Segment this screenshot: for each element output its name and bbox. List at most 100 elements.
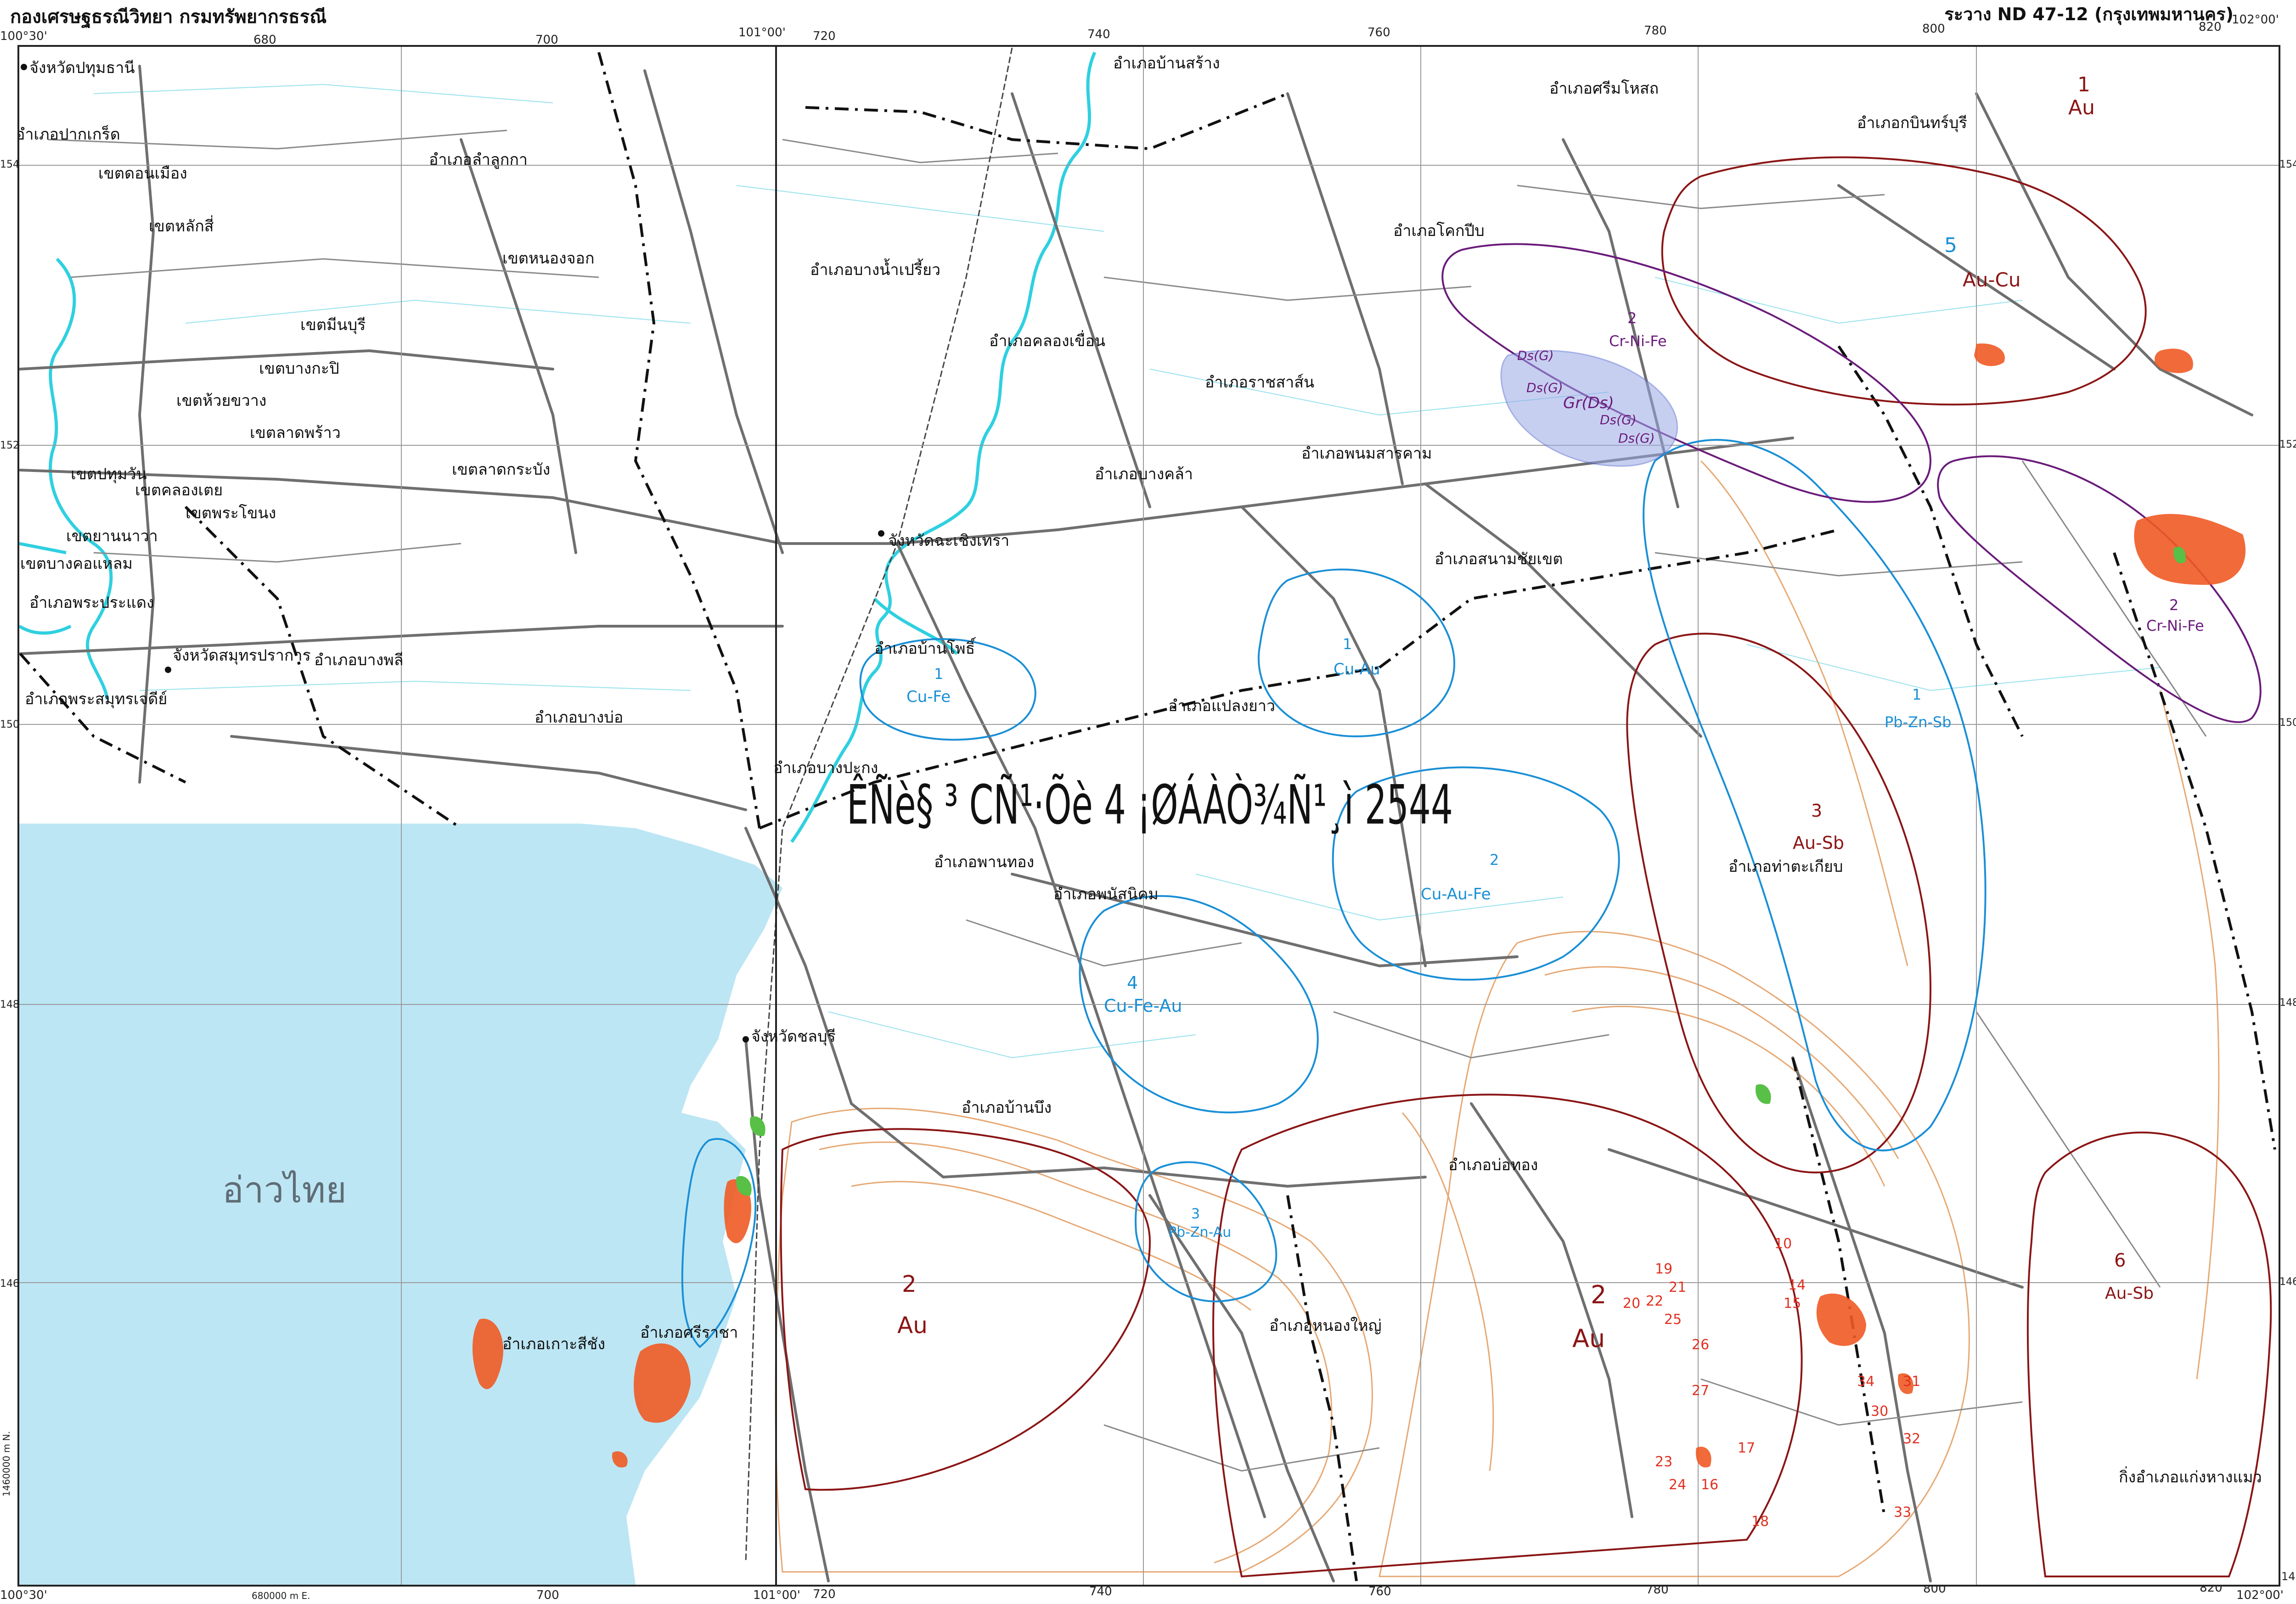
zone-label: Au — [1572, 1324, 1605, 1353]
place-sanam-chai-khet: อำเภอสนามชัยเขต — [1435, 550, 1563, 568]
zone-label: Cr-Ni-Fe — [1609, 332, 1667, 350]
corner-label-bottom-left: 100°30' — [0, 1588, 47, 1602]
zone-label: Cr-Ni-Fe — [2146, 617, 2204, 634]
top-easting-tick: 740 — [1087, 28, 1110, 41]
deposit-number: 34 — [1857, 1374, 1874, 1390]
zone-number: 4 — [1127, 973, 1138, 993]
left-northing-label: 1460000 m N. — [1, 1431, 12, 1497]
place-chachoengsao: จังหวัดฉะเชิงเทรา — [888, 532, 1009, 550]
zone-label: Au — [2068, 96, 2095, 119]
deposit-numbers: 10 14 15 19 20 21 22 23 24 25 26 27 30 3… — [1623, 1236, 1920, 1530]
zone-label: Cu-Au-Fe — [1421, 885, 1491, 903]
deposit-blob — [1898, 1373, 1913, 1394]
streams — [93, 84, 2161, 1059]
deposit-number: 22 — [1646, 1293, 1663, 1309]
zone-number: 2 — [2169, 596, 2178, 614]
place-huai-khwang: เขตห้วยขวาง — [176, 392, 266, 410]
zone-number: 1 — [2077, 73, 2090, 96]
right-northing-tick: 1480 — [2279, 997, 2296, 1009]
top-easting-tick: 780 — [1644, 24, 1667, 38]
right-northing-tick: 1540 — [2279, 159, 2296, 170]
zone-number: 1 — [1343, 635, 1352, 653]
deposit-blob — [1974, 343, 2005, 366]
bottom-easting-tick: 700 — [536, 1588, 559, 1602]
place-pathum: จังหวัดปทุมธานี — [29, 59, 135, 77]
deposit-number: 15 — [1784, 1296, 1801, 1312]
bottom-easting-tick: 740 — [1089, 1585, 1112, 1598]
bottom-easting-tick: 760 — [1368, 1585, 1391, 1598]
deposit-areas — [473, 343, 2246, 1468]
mineral-zone-labels: 1 Au 5 Au-Cu 2 Cr-Ni-Fe 2 Cr-Ni-Fe 1 Pb-… — [897, 73, 2204, 1353]
top-easting-tick: 720 — [813, 29, 836, 43]
place-si-mahosot: อำเภอศรีมโหสถ — [1549, 79, 1659, 98]
place-phanom-sarakham: อำเภอพนมสารคาม — [1301, 444, 1432, 463]
deposit-number: 10 — [1774, 1236, 1792, 1252]
zone-label: Pb-Zn-Au — [1168, 1224, 1231, 1240]
overlay-title: ÊÑè§ ³ CÑ¹·Õè 4 ¡ØÁÀÒ¾Ñ¹¸ì 2544 — [847, 773, 1453, 836]
place-phanat-nikhom: อำเภอพนัสนิคม — [1053, 885, 1159, 903]
deposit-number: 19 — [1655, 1261, 1672, 1277]
grid-lines — [19, 47, 2279, 1585]
bottom-right-northing: 1430 — [2281, 1570, 2296, 1583]
zone-label: Cu-Fe-Au — [1104, 996, 1182, 1016]
zone-number: 5 — [1944, 234, 1957, 257]
right-northing-tick: 1500 — [2279, 717, 2296, 729]
green-areas — [736, 546, 2186, 1196]
place-phan-thong: อำเภอพานทอง — [934, 853, 1034, 871]
deposit-blob — [1696, 1447, 1711, 1468]
ds-label: Ds(G) — [1526, 380, 1563, 395]
corner-label-bottom-mid: 101°00' — [753, 1588, 800, 1602]
place-si-racha: อำเภอศรีราชา — [640, 1324, 738, 1342]
zone-number: 6 — [2114, 1250, 2126, 1271]
railway — [745, 47, 1013, 1563]
zone-label: Au-Sb — [1793, 833, 1844, 853]
right-northing-tick: 1520 — [2279, 439, 2296, 450]
deposit-number: 21 — [1669, 1279, 1686, 1296]
place-phra-samut-chedi: อำเภอพระสมุทรเจดีย์ — [25, 690, 167, 708]
place-nong-yai: อำเภอหนองใหญ่ — [1269, 1317, 1382, 1335]
zone-number: 2 — [1591, 1280, 1606, 1309]
place-ban-bueng: อำเภอบ้านบึง — [962, 1099, 1052, 1117]
deposit-number: 27 — [1692, 1383, 1709, 1399]
place-tha-takiap: อำเภอท่าตะเกียบ — [1728, 858, 1843, 876]
zone-number: 2 — [1490, 851, 1499, 869]
place-yan-nawa: เขตยานนาวา — [66, 527, 158, 545]
deposit-number: 30 — [1871, 1403, 1888, 1419]
deposit-blob — [612, 1451, 628, 1468]
district-labels: จังหวัดปทุมธานี อำเภอปากเกร็ด เขตดอนเมือ… — [19, 54, 2262, 1486]
ds-label: Ds(G) — [1600, 412, 1637, 427]
place-bo-thong: อำเภอบ่อทอง — [1448, 1156, 1538, 1174]
roads — [19, 65, 2253, 1582]
green-patch — [750, 1116, 765, 1136]
place-ban-sang: อำเภอบ้านสร้าง — [1113, 54, 1220, 73]
place-khlong-toei: เขตคลองเตย — [135, 481, 223, 499]
map-frame[interactable]: จังหวัดปทุมธานี อำเภอปากเกร็ด เขตดอนเมือ… — [17, 45, 2280, 1587]
corner-label-top-mid: 101°00' — [738, 26, 786, 39]
deposit-blob — [2134, 514, 2246, 585]
place-bang-kapi: เขตบางกะปิ — [259, 359, 339, 378]
place-lam-luk-ka: อำเภอลำลูกกา — [429, 151, 528, 169]
zone-outlines-au — [780, 156, 2272, 1578]
place-phra-khanong: เขตพระโขนง — [186, 504, 276, 522]
deposit-number: 20 — [1623, 1296, 1640, 1312]
place-khlong-khuean: อำเภอคลองเขื่อน — [989, 330, 1105, 350]
map-canvas[interactable]: จังหวัดปทุมธานี อำเภอปากเกร็ด เขตดอนเมือ… — [19, 47, 2279, 1585]
top-easting-tick: 700 — [535, 33, 558, 47]
place-bang-nam-priao: อำเภอบางน้ำเปรี้ยว — [810, 258, 940, 279]
contour-hills — [775, 460, 2220, 1577]
minor-roads — [47, 129, 2207, 1472]
bottom-easting-tick: 720 — [813, 1587, 836, 1601]
rivers — [19, 51, 1097, 843]
deposit-number: 18 — [1751, 1514, 1769, 1530]
zone-number: 1 — [1912, 686, 1921, 703]
place-lat-phrao: เขตลาดพร้าว — [250, 424, 341, 442]
agency-title: กองเศรษฐธรณีวิทยา กรมทรัพยากรธรณี — [10, 6, 327, 28]
corner-label-bottom-right: 102°00' — [2236, 1588, 2284, 1602]
zone-number: 2 — [1627, 309, 1637, 327]
place-kaeng-hang-maeo: กิ่งอำเภอแก่งหางแมว — [2119, 1466, 2262, 1486]
green-patch — [736, 1176, 752, 1196]
deposit-number: 24 — [1669, 1477, 1686, 1493]
green-patch — [2173, 546, 2186, 564]
place-lak-si: เขตหลักสี่ — [149, 215, 214, 236]
deposit-number: 17 — [1738, 1440, 1755, 1456]
